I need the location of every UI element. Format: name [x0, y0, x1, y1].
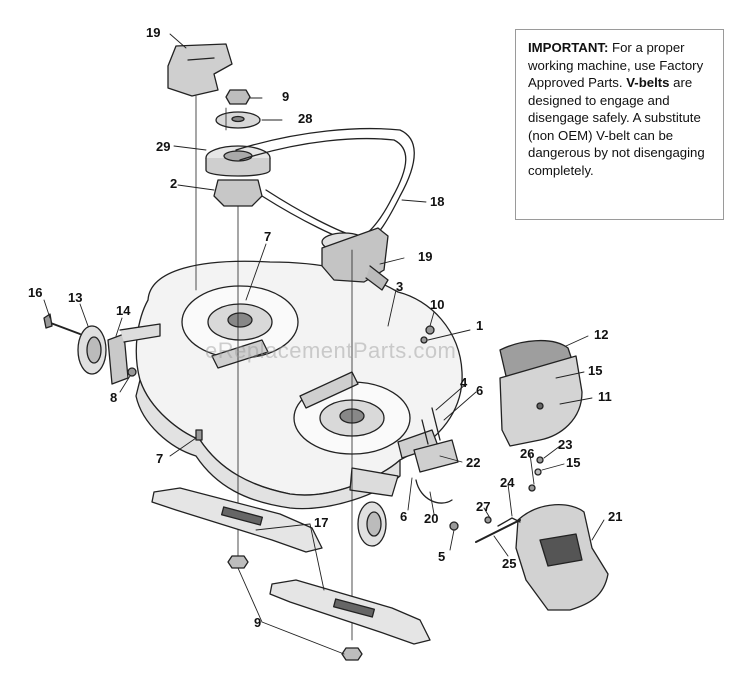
callout-10-nut: 10: [430, 297, 445, 312]
callout-14-bracket: 14: [116, 303, 131, 318]
callout-1-bolt: 1: [476, 318, 484, 333]
callout-19-keeper: 19: [146, 25, 161, 40]
callout-28-washer: 28: [298, 111, 313, 126]
blade-bolt-left: [227, 555, 249, 569]
hex-nut-8: [127, 367, 137, 377]
hex-nut-top: [225, 89, 251, 105]
spindle-housing: [213, 179, 263, 207]
callout-12-baffle: 12: [594, 327, 609, 342]
callout-7-lower: 7: [156, 451, 164, 466]
v-belt: [235, 127, 415, 247]
callout-5-pin: 5: [438, 549, 446, 564]
callout-6-upper: 6: [476, 383, 484, 398]
notice-important-label: IMPORTANT:: [528, 40, 609, 55]
notice-vbelts-label: V-belts: [626, 75, 670, 90]
callout-13-wheel: 13: [68, 290, 83, 305]
callout-29-pulley: 29: [156, 139, 171, 154]
nut-10: [425, 325, 435, 335]
callout-17-blade: 17: [314, 515, 329, 530]
blade-left: [151, 487, 323, 553]
callout-2-spindle: 2: [170, 176, 178, 191]
blade-right: [269, 579, 431, 645]
callout-16-bolt: 16: [28, 285, 43, 300]
nut-23: [536, 456, 544, 464]
callout-15-washer-upper: 15: [588, 363, 603, 378]
callout-21-chute: 21: [608, 509, 623, 524]
watermark: eReplacementParts.com: [205, 338, 457, 363]
wheel-bracket-left: [107, 333, 129, 385]
callout-11-plate: 11: [598, 389, 612, 404]
callout-24-spring: 24: [500, 475, 515, 490]
callout-15-washer-lower: 15: [566, 455, 581, 470]
hanger-bracket: [413, 439, 459, 473]
bolt-1: [420, 336, 428, 344]
chute-bracket: [415, 479, 453, 504]
front-bracket-left: [211, 339, 269, 369]
callout-3-deck: 3: [396, 279, 404, 294]
deck-skirt: [135, 379, 401, 510]
notice-text-2: are designed to engage and disengage saf…: [528, 75, 705, 178]
pin-5: [449, 521, 459, 531]
washer-15: [534, 468, 542, 476]
callout-22-bracket: 22: [466, 455, 481, 470]
callout-18-belt: 18: [430, 194, 445, 209]
bolt-26: [528, 484, 536, 492]
callout-20-bracket: 20: [424, 511, 439, 526]
clip-27: [484, 516, 492, 524]
callout-27-clip: 27: [476, 499, 491, 514]
notice-text-1: For a proper working machine, use Factor…: [528, 40, 704, 90]
callout-9-nut: 9: [282, 89, 290, 104]
callout-4-fastener: 4: [460, 375, 468, 390]
discharge-opening: [349, 467, 399, 497]
callout-26-bolt: 26: [520, 446, 535, 461]
discharge-baffle-11: [499, 355, 583, 447]
front-bracket-right: [299, 371, 359, 409]
blade-bolt-right: [341, 647, 363, 661]
callout-7-upper: 7: [264, 229, 272, 244]
belt-keeper-top: [167, 43, 233, 97]
callout-8-nut: 8: [110, 390, 118, 405]
callout-9-blade-bolt: 9: [254, 615, 262, 630]
callout-25-rod: 25: [502, 556, 517, 571]
deck-housing: [135, 260, 463, 496]
callout-6-lower: 6: [400, 509, 408, 524]
callout-19-idler: 19: [418, 249, 433, 264]
callout-23-nut: 23: [558, 437, 573, 452]
important-notice: IMPORTANT: For a proper working machine,…: [515, 29, 724, 220]
chute-rod: [475, 519, 521, 543]
wheel-bolt: [47, 321, 81, 335]
bolt-7-lower: [195, 429, 203, 441]
